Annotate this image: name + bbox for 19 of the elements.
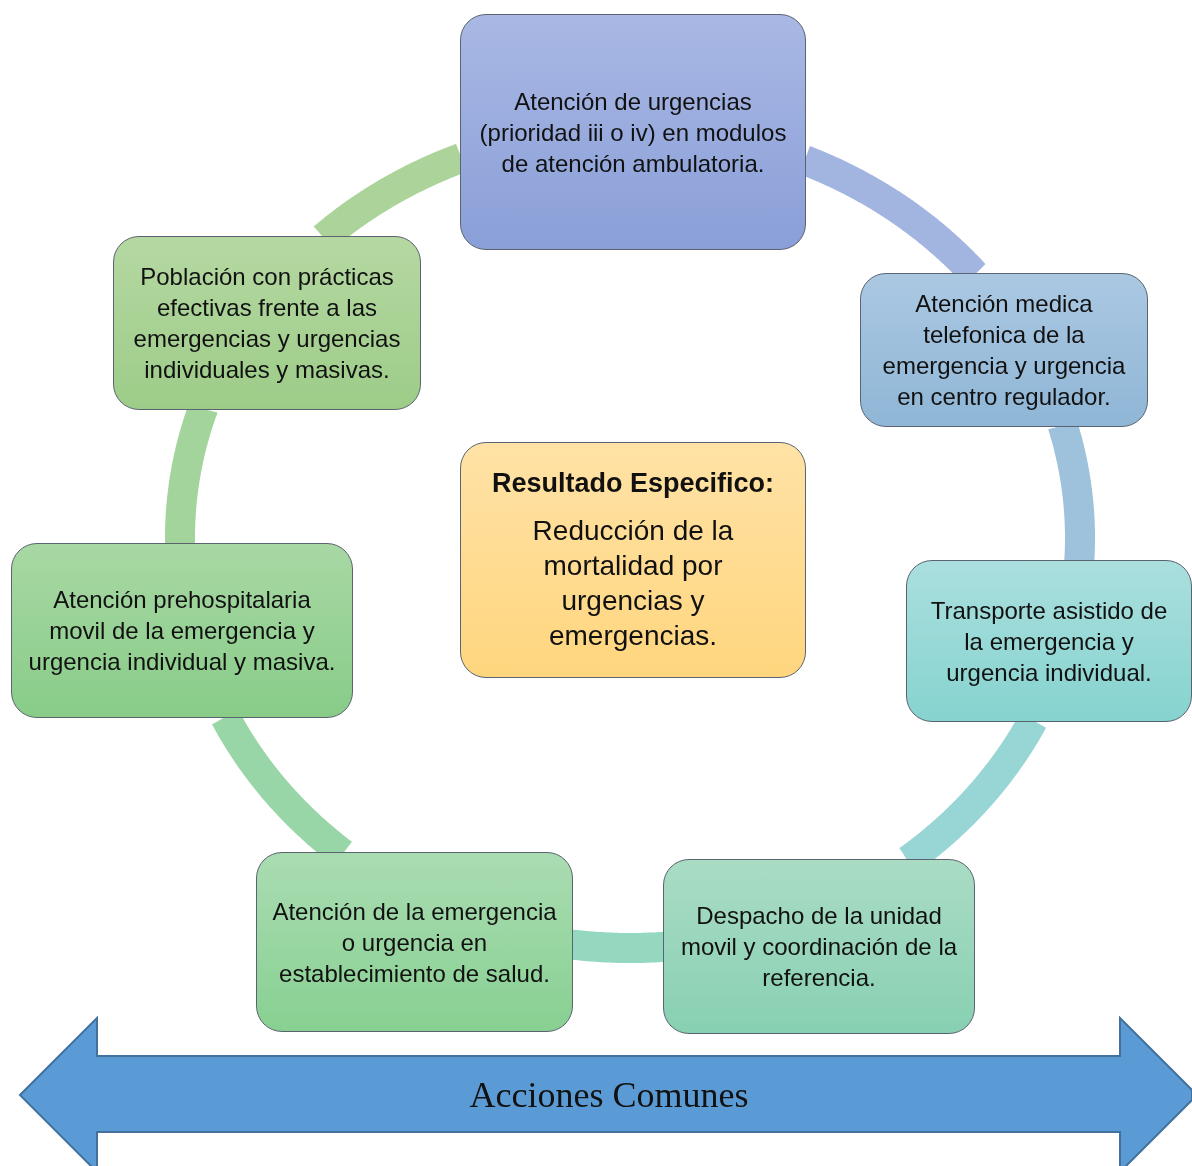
rounded-box [663, 859, 975, 1034]
box-text: Transporte asistido de la emergencia y urgencia individual. [929, 595, 1169, 688]
banner-label: Acciones Comunes [468, 1074, 750, 1116]
box-text: Despacho de la unidad movil y coordinación de la referencia. [679, 901, 959, 993]
rounded-box [906, 560, 1192, 722]
rounded-box [113, 236, 421, 410]
rounded-box [256, 852, 573, 1032]
box-heading: Resultado Especifico: [491, 467, 775, 499]
double-arrow-banner [18, 1016, 1192, 1166]
box-text: Atención de urgencias (prioridad iii o iv) en modulos de atención ambulatoria. [478, 86, 788, 179]
box-text: Población con prácticas efectivas frente a las emergencias y urgencias individuales y masivas. [132, 262, 402, 385]
rounded-box [11, 543, 353, 718]
box-text: Atención medica telefonica de la emergencia y urgencia en centro regulador. [881, 289, 1127, 412]
box-text: Reducción de la mortalidad por urgencias y emergencias. [531, 513, 735, 653]
rounded-box [460, 442, 806, 678]
rounded-box [860, 273, 1148, 427]
rounded-box [460, 14, 806, 250]
box-text: Atención de la emergencia o urgencia en establecimiento de salud. [271, 896, 558, 989]
box-text: Atención prehospitalaria movil de la emergencia y urgencia individual y masiva. [27, 585, 337, 677]
